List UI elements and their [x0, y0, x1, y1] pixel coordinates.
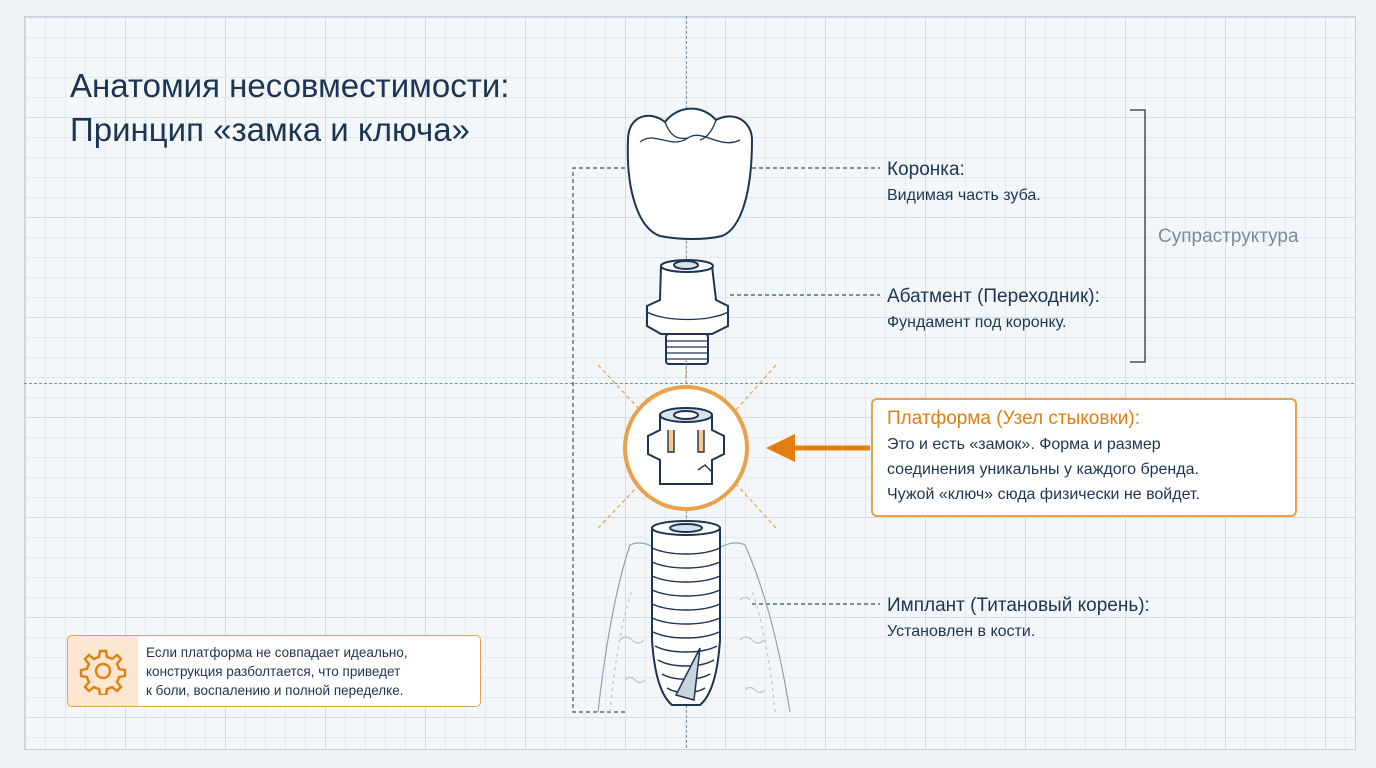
platform-line-3: Чужой «ключ» сюда физически не войдет. [887, 486, 1200, 503]
abutment-illustration [646, 259, 729, 365]
label-abutment: Абатмент (Переходник): Фундамент под кор… [887, 284, 1100, 336]
warning-text: Если платформа не совпадает идеально, ко… [138, 636, 480, 706]
abutment-description: Фундамент под коронку. [887, 314, 1067, 331]
page-title: Анатомия несовместимости: Принцип «замка… [70, 64, 509, 152]
crown-illustration [626, 107, 754, 240]
implant-heading: Имплант (Титановый корень): [887, 595, 1150, 616]
warning-line-2: конструкция разболтается, что приведет [146, 663, 401, 679]
superstructure-label: Супраструктура [1158, 226, 1299, 247]
label-implant: Имплант (Титановый корень): Установлен в… [887, 593, 1150, 645]
superstructure-bracket [1130, 109, 1146, 363]
abutment-heading: Абатмент (Переходник): [887, 286, 1100, 307]
warning-line-3: к боли, воспалению и полной переделке. [146, 682, 404, 698]
title-line-1: Анатомия несовместимости: [70, 67, 510, 104]
platform-callout: Платформа (Узел стыковки): Это и есть «з… [871, 398, 1297, 517]
platform-line-2: соединения уникальны у каждого бренда. [887, 461, 1199, 478]
crown-description: Видимая часть зуба. [887, 187, 1041, 204]
implant-illustration [651, 520, 721, 706]
crown-heading: Коронка: [887, 159, 965, 180]
warning-note: Если платформа не совпадает идеально, ко… [67, 635, 481, 707]
platform-arrow [766, 434, 870, 462]
label-crown: Коронка: Видимая часть зуба. [887, 157, 1041, 209]
horizontal-guide-line [24, 383, 1354, 384]
platform-heading: Платформа (Узел стыковки): [887, 408, 1140, 429]
bone-section [597, 542, 791, 713]
platform-highlight [597, 360, 777, 529]
implant-description: Установлен в кости. [887, 623, 1036, 640]
gear-icon [79, 649, 127, 695]
warning-line-1: Если платформа не совпадает идеально, [146, 644, 408, 660]
leader-lines [572, 167, 880, 713]
platform-line-1: Это и есть «замок». Форма и размер [887, 436, 1161, 453]
title-line-2: Принцип «замка и ключа» [70, 111, 470, 148]
warning-icon-area [68, 636, 138, 706]
